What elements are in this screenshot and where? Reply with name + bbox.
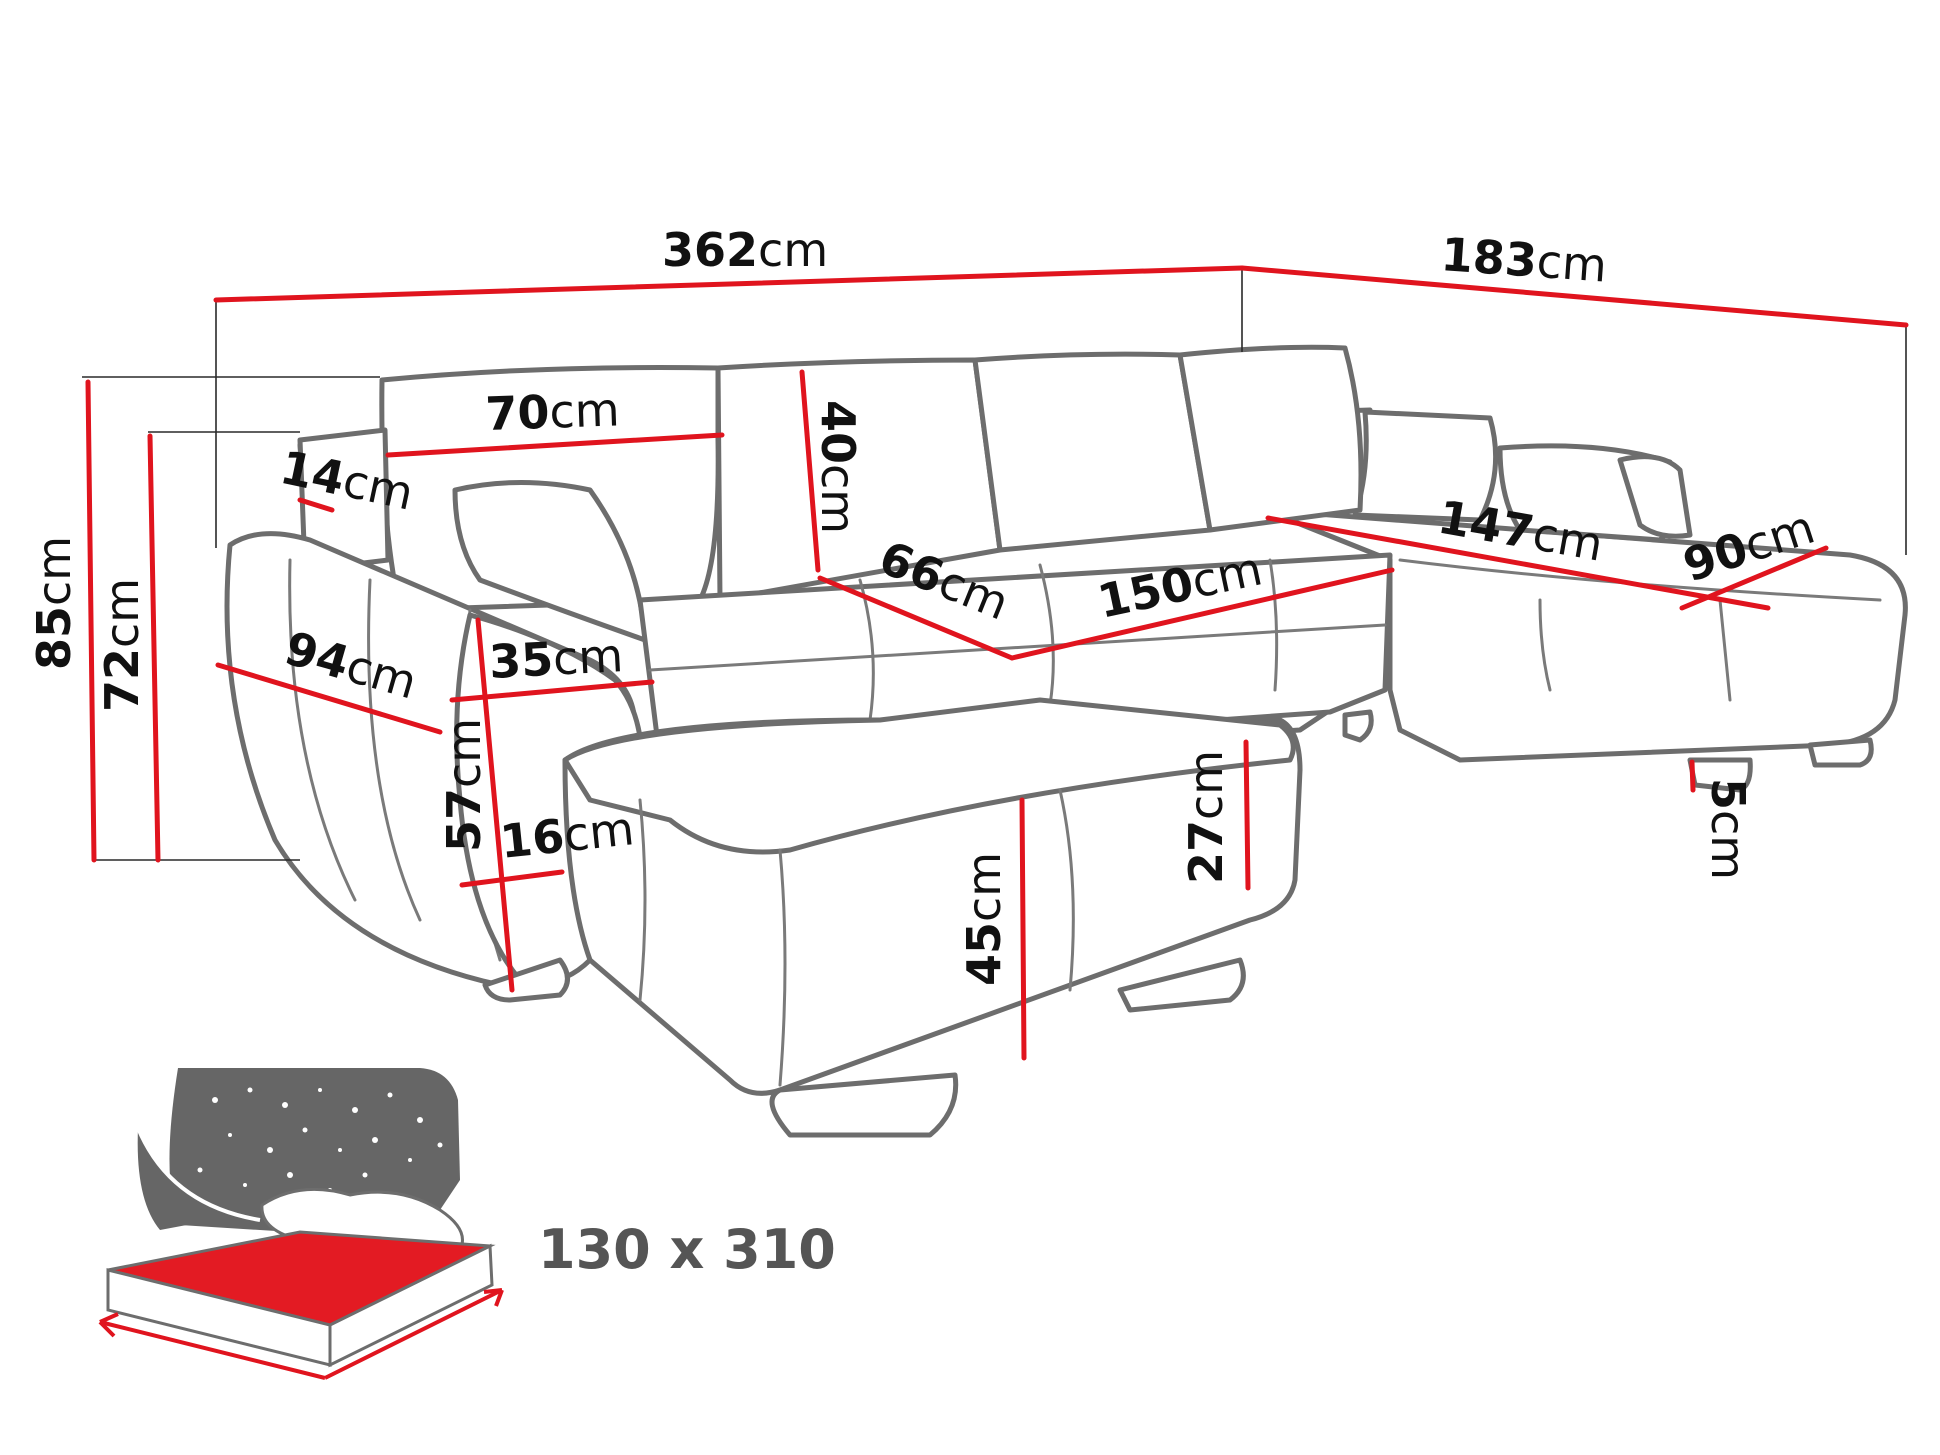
dim-line-40 xyxy=(799,369,821,573)
stars-decoration xyxy=(147,1087,443,1218)
dim-line-14 xyxy=(297,497,335,513)
bed-size-label: 130 x 310 xyxy=(538,1218,836,1281)
dimension-lines xyxy=(85,265,1909,1061)
dim-line-147 xyxy=(1265,515,1771,611)
extension-lines xyxy=(82,268,1907,861)
dim-line-57 xyxy=(475,617,515,993)
dim-line-90 xyxy=(1679,545,1829,611)
label-57cm: 57cm xyxy=(437,718,491,852)
label-16cm: 16cm xyxy=(498,801,637,869)
dim-line-5 xyxy=(1689,759,1696,793)
label-35cm: 35cm xyxy=(488,628,625,689)
label-70cm: 70cm xyxy=(484,382,620,441)
dim-line-72 xyxy=(147,433,161,863)
bed-night-icon xyxy=(98,1068,504,1380)
label-72cm: 72cm xyxy=(95,578,149,712)
dim-line-70 xyxy=(385,432,725,458)
label-85cm: 85cm xyxy=(27,536,81,670)
label-27cm: 27cm xyxy=(1179,750,1233,884)
dim-line-94 xyxy=(215,662,443,735)
label-183cm: 183cm xyxy=(1439,227,1609,292)
label-362cm: 362cm xyxy=(662,223,828,277)
dim-line-16 xyxy=(459,869,565,888)
dim-line-66 xyxy=(817,575,1015,661)
dim-line-45 xyxy=(1019,797,1027,1061)
label-5cm: 5cm xyxy=(1701,778,1755,880)
label-40cm: 40cm xyxy=(811,400,865,534)
label-45cm: 45cm xyxy=(957,852,1011,986)
dim-line-362 xyxy=(213,265,1245,303)
dim-line-183 xyxy=(1239,265,1909,328)
label-14cm: 14cm xyxy=(276,440,418,521)
dim-line-27 xyxy=(1243,739,1251,891)
dim-line-85 xyxy=(85,379,97,863)
dim-line-150 xyxy=(1009,567,1395,661)
sofa-outline xyxy=(224,344,1908,1138)
